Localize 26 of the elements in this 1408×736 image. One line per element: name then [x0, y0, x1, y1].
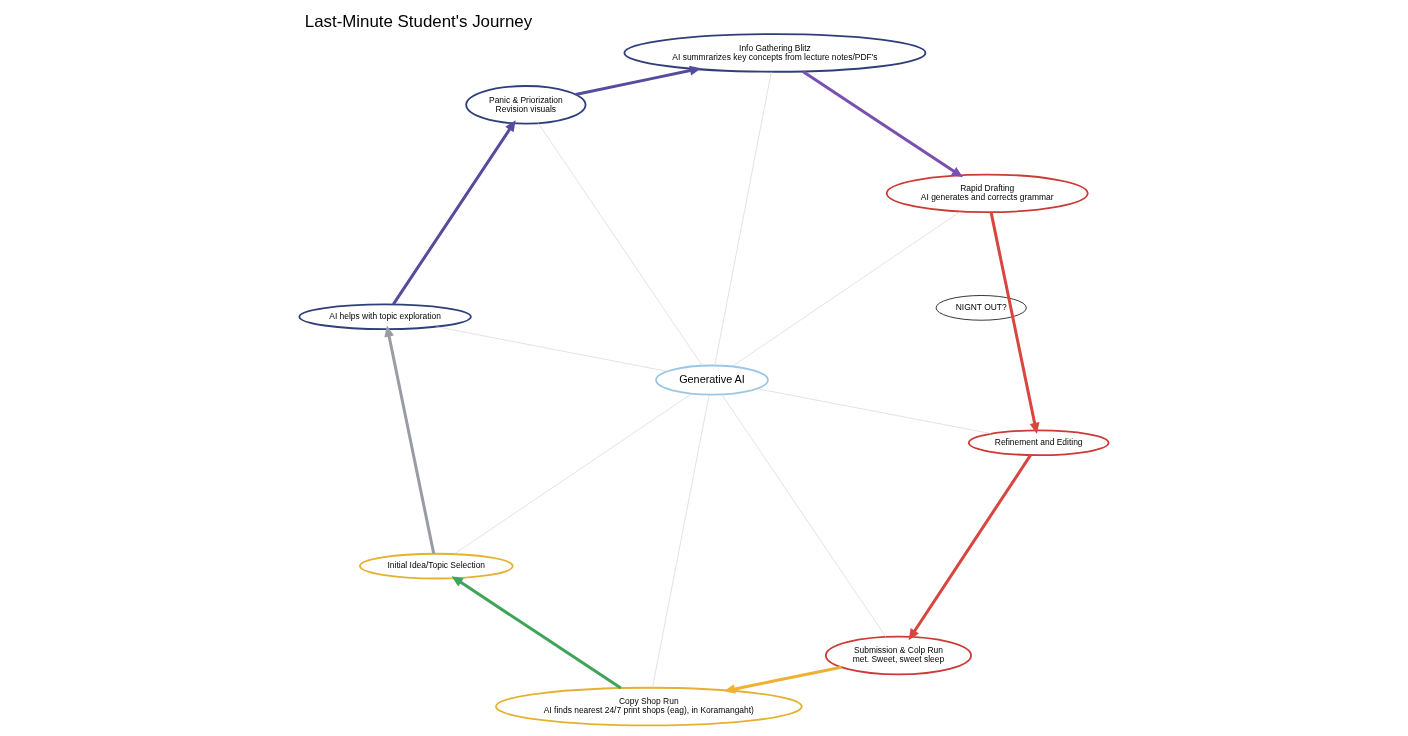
connector: [436, 326, 668, 372]
connector: [453, 393, 693, 555]
node-ellipse: AI helps with topic exploration: [298, 303, 472, 331]
arrow: [723, 665, 842, 694]
node-ellipse: Info Gathering Blitz AI summrarizes key concepts from lecture notes/PDF's: [623, 33, 927, 73]
arrow: [802, 70, 963, 178]
node-ellipse: Refinement and Editing: [967, 429, 1110, 457]
arrow: [908, 454, 1032, 641]
connector: [538, 123, 703, 366]
node-ellipse: Panic & Priorization Revision visuals: [465, 85, 587, 125]
node-ellipse: NIGNT OUT?: [935, 295, 1027, 321]
arrow: [384, 325, 436, 555]
node-ellipse: Rapid Drafting AI generates and corrects grammar: [885, 173, 1089, 214]
connector: [756, 388, 992, 434]
connector: [652, 394, 710, 689]
diagram-title: Last-Minute Student's Journey: [304, 11, 533, 31]
connector: [731, 211, 961, 367]
connector: [721, 394, 887, 638]
arrow: [392, 120, 516, 306]
arrow: [575, 65, 702, 96]
node-ellipse: Submission & Colp Run met. Sweet, sweet sleep: [824, 635, 972, 676]
connector: [714, 71, 772, 366]
node-ellipse: Generative AI: [655, 364, 769, 396]
arrow: [451, 576, 622, 690]
arrow: [989, 211, 1040, 435]
node-ellipse: Initial Idea/Topic Selection: [359, 552, 514, 580]
